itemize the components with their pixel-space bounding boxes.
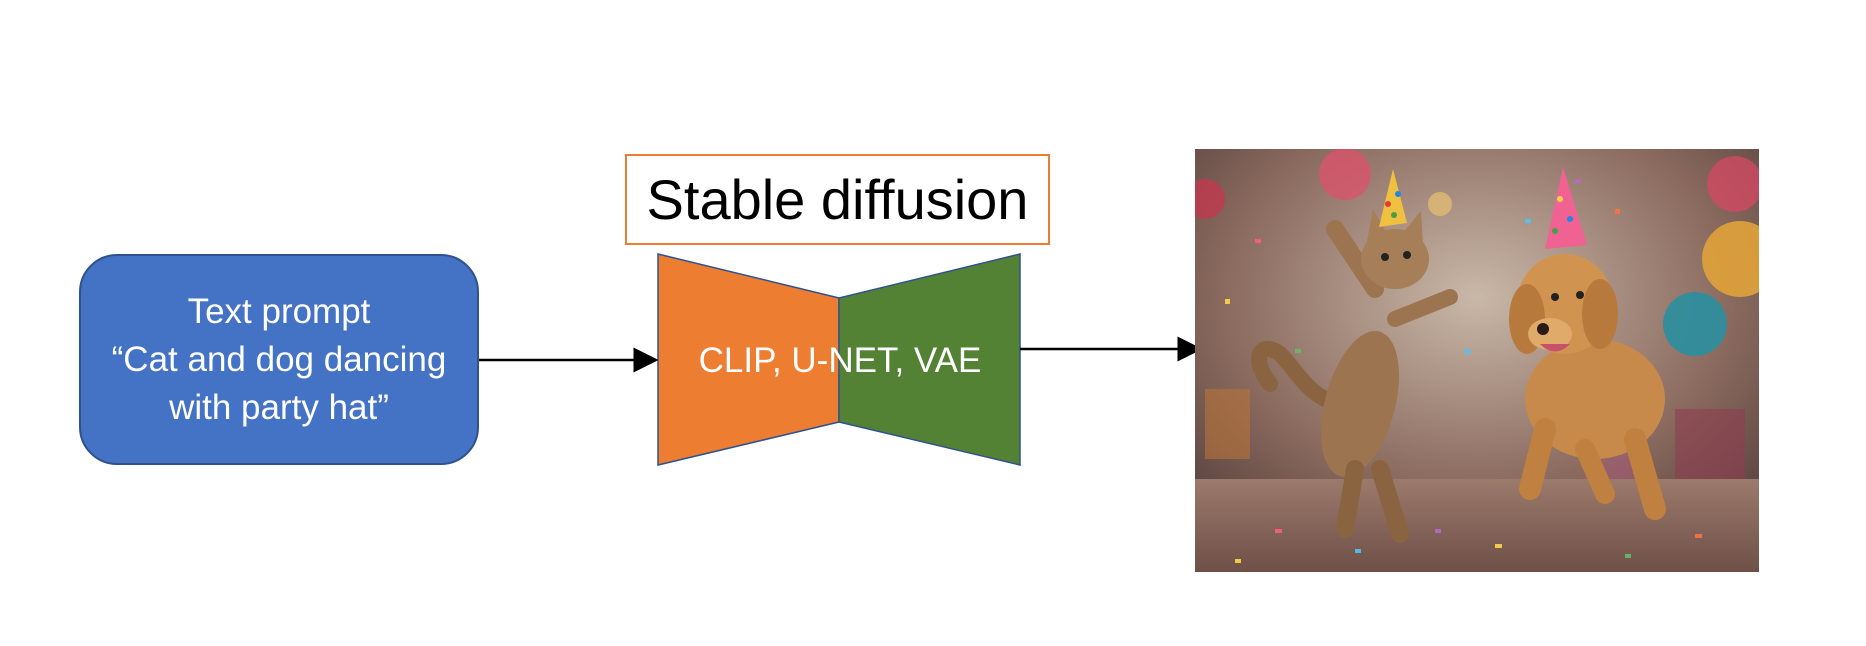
generated-image-art xyxy=(1195,149,1759,572)
prompt-label: Text prompt xyxy=(187,291,371,331)
prompt-text-line1: “Cat and dog dancing xyxy=(111,339,447,379)
prompt-text-line2: with party hat” xyxy=(169,387,389,427)
dog-figure xyxy=(1509,167,1666,520)
generated-image xyxy=(1195,149,1759,572)
decoder-trapezoid xyxy=(838,253,1021,466)
model-title: Stable diffusion xyxy=(646,168,1029,231)
model-components-label: CLIP, U-NET, VAE xyxy=(698,341,982,380)
text-prompt-box: Text prompt “Cat and dog dancing with pa… xyxy=(79,254,479,465)
cat-figure xyxy=(1251,169,1458,543)
model-title-box: Stable diffusion xyxy=(625,154,1050,245)
